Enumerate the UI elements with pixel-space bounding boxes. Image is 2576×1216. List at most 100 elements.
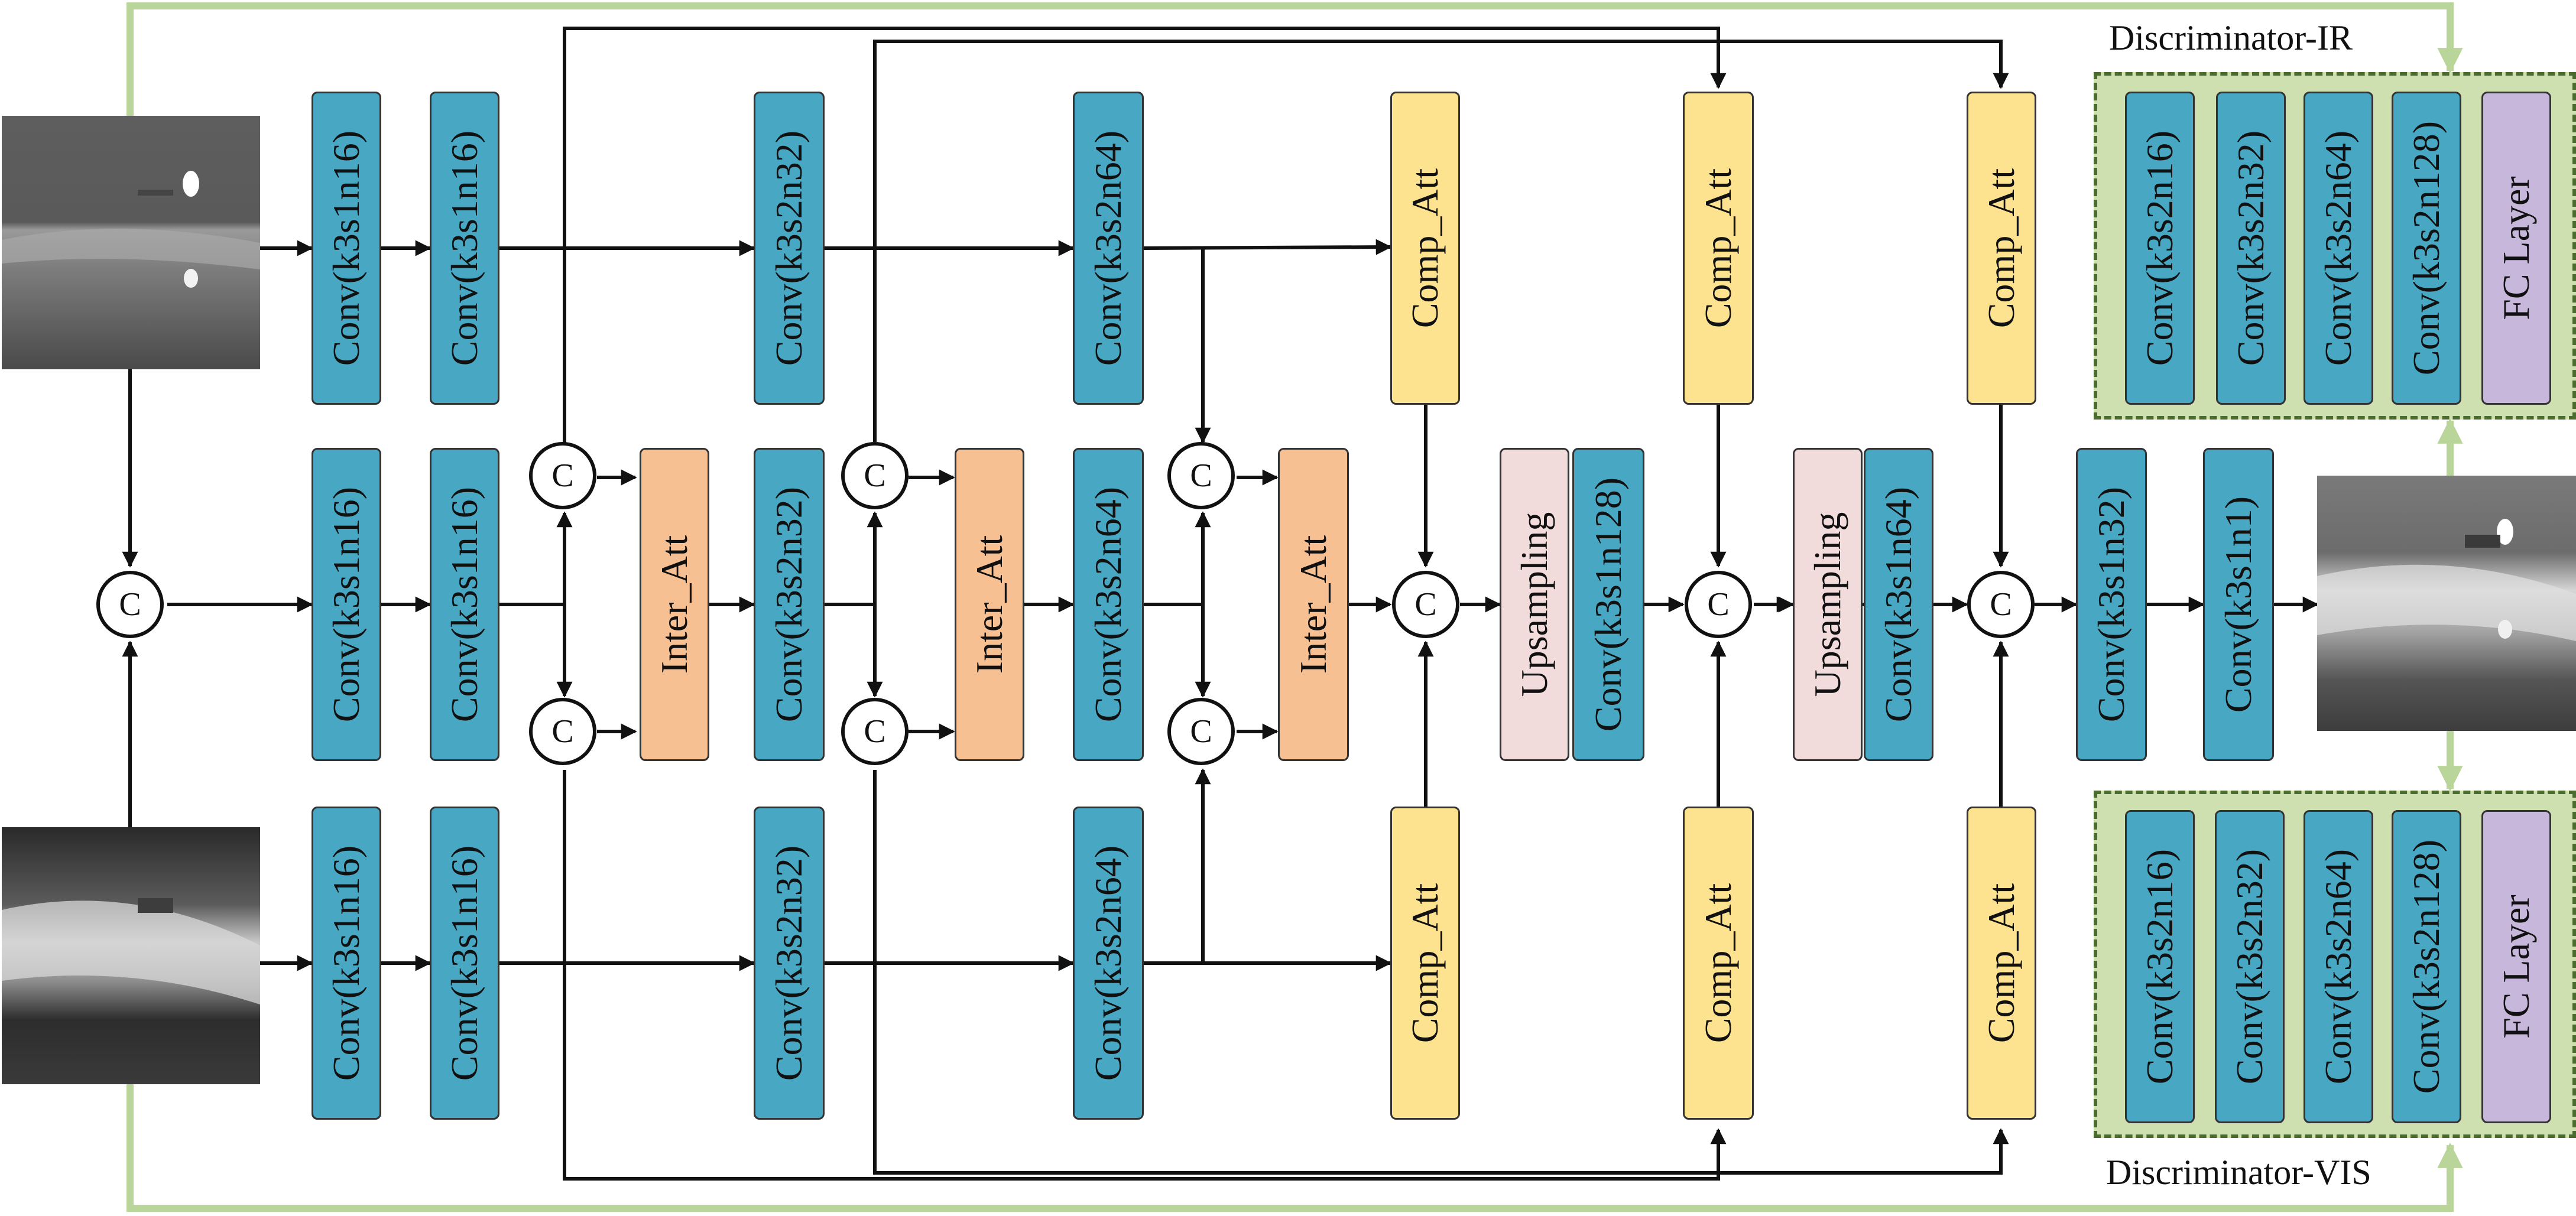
concat-node-input: C	[96, 571, 164, 638]
concat-node-decoder-1: C	[1392, 571, 1459, 638]
fused-conv-2: Conv(k3s1n16)	[430, 448, 499, 761]
comp-att-vis-2: Comp_Att	[1683, 807, 1754, 1120]
upsampling-2: Upsampling	[1793, 448, 1863, 761]
concat-node-decoder-2: C	[1685, 571, 1752, 638]
concat-node-1-top: C	[529, 442, 596, 509]
concat-node-1-top-label: C	[551, 457, 574, 494]
decoder-conv-3-label: Conv(k3s1n32)	[2090, 486, 2132, 723]
disc-vis-fc-label: FC Layer	[2495, 895, 2537, 1039]
upsampling-2-label: Upsampling	[1806, 512, 1848, 697]
fused-conv-1-label: Conv(k3s1n16)	[325, 486, 367, 723]
disc-ir-conv-3-label: Conv(k3s2n64)	[2317, 130, 2359, 366]
disc-vis-fc-layer: FC Layer	[2481, 810, 2551, 1123]
inter-att-3-label: Inter_Att	[1292, 535, 1334, 674]
ir-conv-3-label: Conv(k3s2n32)	[768, 130, 810, 366]
comp-att-vis-3-label: Comp_Att	[1980, 883, 2022, 1043]
comp-att-vis-2-label: Comp_Att	[1697, 883, 1739, 1043]
comp-att-ir-3: Comp_Att	[1967, 92, 2036, 405]
disc-ir-conv-2: Conv(k3s2n32)	[2216, 92, 2286, 405]
comp-att-ir-1-label: Comp_Att	[1404, 168, 1446, 329]
comp-att-ir-2: Comp_Att	[1683, 92, 1754, 405]
disc-ir-fc-layer: FC Layer	[2481, 92, 2551, 405]
comp-att-ir-3-label: Comp_Att	[1980, 168, 2022, 329]
concat-node-decoder-1-label: C	[1414, 586, 1437, 623]
disc-vis-conv-2-label: Conv(k3s2n32)	[2228, 848, 2270, 1085]
comp-att-ir-2-label: Comp_Att	[1697, 168, 1739, 329]
discriminator-vis-title: Discriminator-VIS	[2106, 1153, 2371, 1192]
upsampling-1: Upsampling	[1500, 448, 1569, 761]
disc-ir-conv-3: Conv(k3s2n64)	[2304, 92, 2373, 405]
disc-ir-conv-4-label: Conv(k3s2n128)	[2405, 121, 2447, 376]
concat-node-2-top: C	[841, 442, 909, 509]
vis-conv-4: Conv(k3s2n64)	[1073, 807, 1144, 1120]
discriminator-vis: Conv(k3s2n16) Conv(k3s2n32) Conv(k3s2n64…	[2094, 791, 2576, 1138]
upsampling-1-label: Upsampling	[1513, 512, 1555, 697]
discriminator-ir-title: Discriminator-IR	[2109, 18, 2353, 57]
inter-att-2: Inter_Att	[955, 448, 1024, 761]
concat-node-3-top: C	[1167, 442, 1235, 509]
decoder-conv-1-label: Conv(k3s1n128)	[1587, 477, 1629, 732]
decoder-conv-1: Conv(k3s1n128)	[1572, 448, 1644, 761]
ir-conv-4-label: Conv(k3s2n64)	[1087, 130, 1129, 366]
disc-vis-conv-4-label: Conv(k3s2n128)	[2405, 839, 2447, 1094]
ir-conv-2: Conv(k3s1n16)	[430, 92, 499, 405]
disc-vis-conv-1: Conv(k3s2n16)	[2125, 810, 2195, 1123]
decoder-conv-2: Conv(k3s1n64)	[1864, 448, 1933, 761]
fused-conv-4-label: Conv(k3s2n64)	[1087, 486, 1129, 723]
visible-input-image	[2, 827, 260, 1084]
concat-node-decoder-3-label: C	[1990, 586, 2012, 623]
concat-node-3-top-label: C	[1190, 457, 1212, 494]
vis-conv-3: Conv(k3s2n32)	[754, 807, 825, 1120]
inter-att-2-label: Inter_Att	[968, 535, 1010, 674]
ir-conv-2-label: Conv(k3s1n16)	[443, 130, 485, 366]
ir-conv-3: Conv(k3s2n32)	[754, 92, 825, 405]
fused-image-art	[2317, 476, 2576, 731]
disc-vis-conv-3: Conv(k3s2n64)	[2304, 810, 2373, 1123]
visible-image-art	[2, 827, 260, 1084]
ir-conv-4: Conv(k3s2n64)	[1073, 92, 1144, 405]
disc-ir-conv-1-label: Conv(k3s2n16)	[2139, 130, 2181, 366]
vis-conv-1: Conv(k3s1n16)	[312, 807, 381, 1120]
comp-att-ir-1: Comp_Att	[1390, 92, 1460, 405]
fused-conv-3-label: Conv(k3s2n32)	[768, 486, 810, 723]
concat-node-3-bottom-label: C	[1190, 713, 1212, 750]
decoder-conv-4-label: Conv(k3s1n1)	[2217, 496, 2259, 713]
vis-conv-2: Conv(k3s1n16)	[430, 807, 499, 1120]
disc-ir-conv-4: Conv(k3s2n128)	[2392, 92, 2461, 405]
concat-node-decoder-2-label: C	[1707, 586, 1730, 623]
disc-ir-conv-2-label: Conv(k3s2n32)	[2230, 130, 2272, 366]
concat-node-decoder-3: C	[1967, 571, 2035, 638]
concat-node-2-top-label: C	[864, 457, 886, 494]
concat-node-2-bottom-label: C	[864, 713, 886, 750]
decoder-conv-4: Conv(k3s1n1)	[2203, 448, 2274, 761]
infrared-input-image	[2, 116, 260, 369]
inter-att-3: Inter_Att	[1278, 448, 1349, 761]
vis-conv-2-label: Conv(k3s1n16)	[443, 845, 485, 1081]
concat-node-1-bottom: C	[529, 698, 596, 765]
decoder-conv-2-label: Conv(k3s1n64)	[1877, 486, 1919, 723]
comp-att-vis-1: Comp_Att	[1390, 807, 1460, 1120]
discriminator-ir: Conv(k3s2n16) Conv(k3s2n32) Conv(k3s2n64…	[2094, 72, 2576, 420]
concat-node-1-bottom-label: C	[551, 713, 574, 750]
disc-vis-conv-4: Conv(k3s2n128)	[2392, 810, 2461, 1123]
fused-output-image	[2317, 476, 2576, 731]
comp-att-vis-3: Comp_Att	[1967, 807, 2036, 1120]
fused-conv-3: Conv(k3s2n32)	[754, 448, 825, 761]
decoder-conv-3: Conv(k3s1n32)	[2076, 448, 2147, 761]
inter-att-1-label: Inter_Att	[653, 535, 695, 674]
disc-vis-conv-2: Conv(k3s2n32)	[2215, 810, 2285, 1123]
comp-att-vis-1-label: Comp_Att	[1404, 883, 1446, 1043]
disc-ir-conv-1: Conv(k3s2n16)	[2125, 92, 2195, 405]
disc-vis-conv-1-label: Conv(k3s2n16)	[2139, 848, 2181, 1085]
fused-conv-1: Conv(k3s1n16)	[312, 448, 381, 761]
vis-conv-1-label: Conv(k3s1n16)	[325, 845, 367, 1081]
concat-node-2-bottom: C	[841, 698, 909, 765]
concat-node-3-bottom: C	[1167, 698, 1235, 765]
ir-conv-1-label: Conv(k3s1n16)	[325, 130, 367, 366]
disc-ir-fc-label: FC Layer	[2495, 176, 2537, 320]
inter-att-1: Inter_Att	[640, 448, 709, 761]
fused-conv-4: Conv(k3s2n64)	[1073, 448, 1144, 761]
infrared-image-art	[2, 116, 260, 369]
